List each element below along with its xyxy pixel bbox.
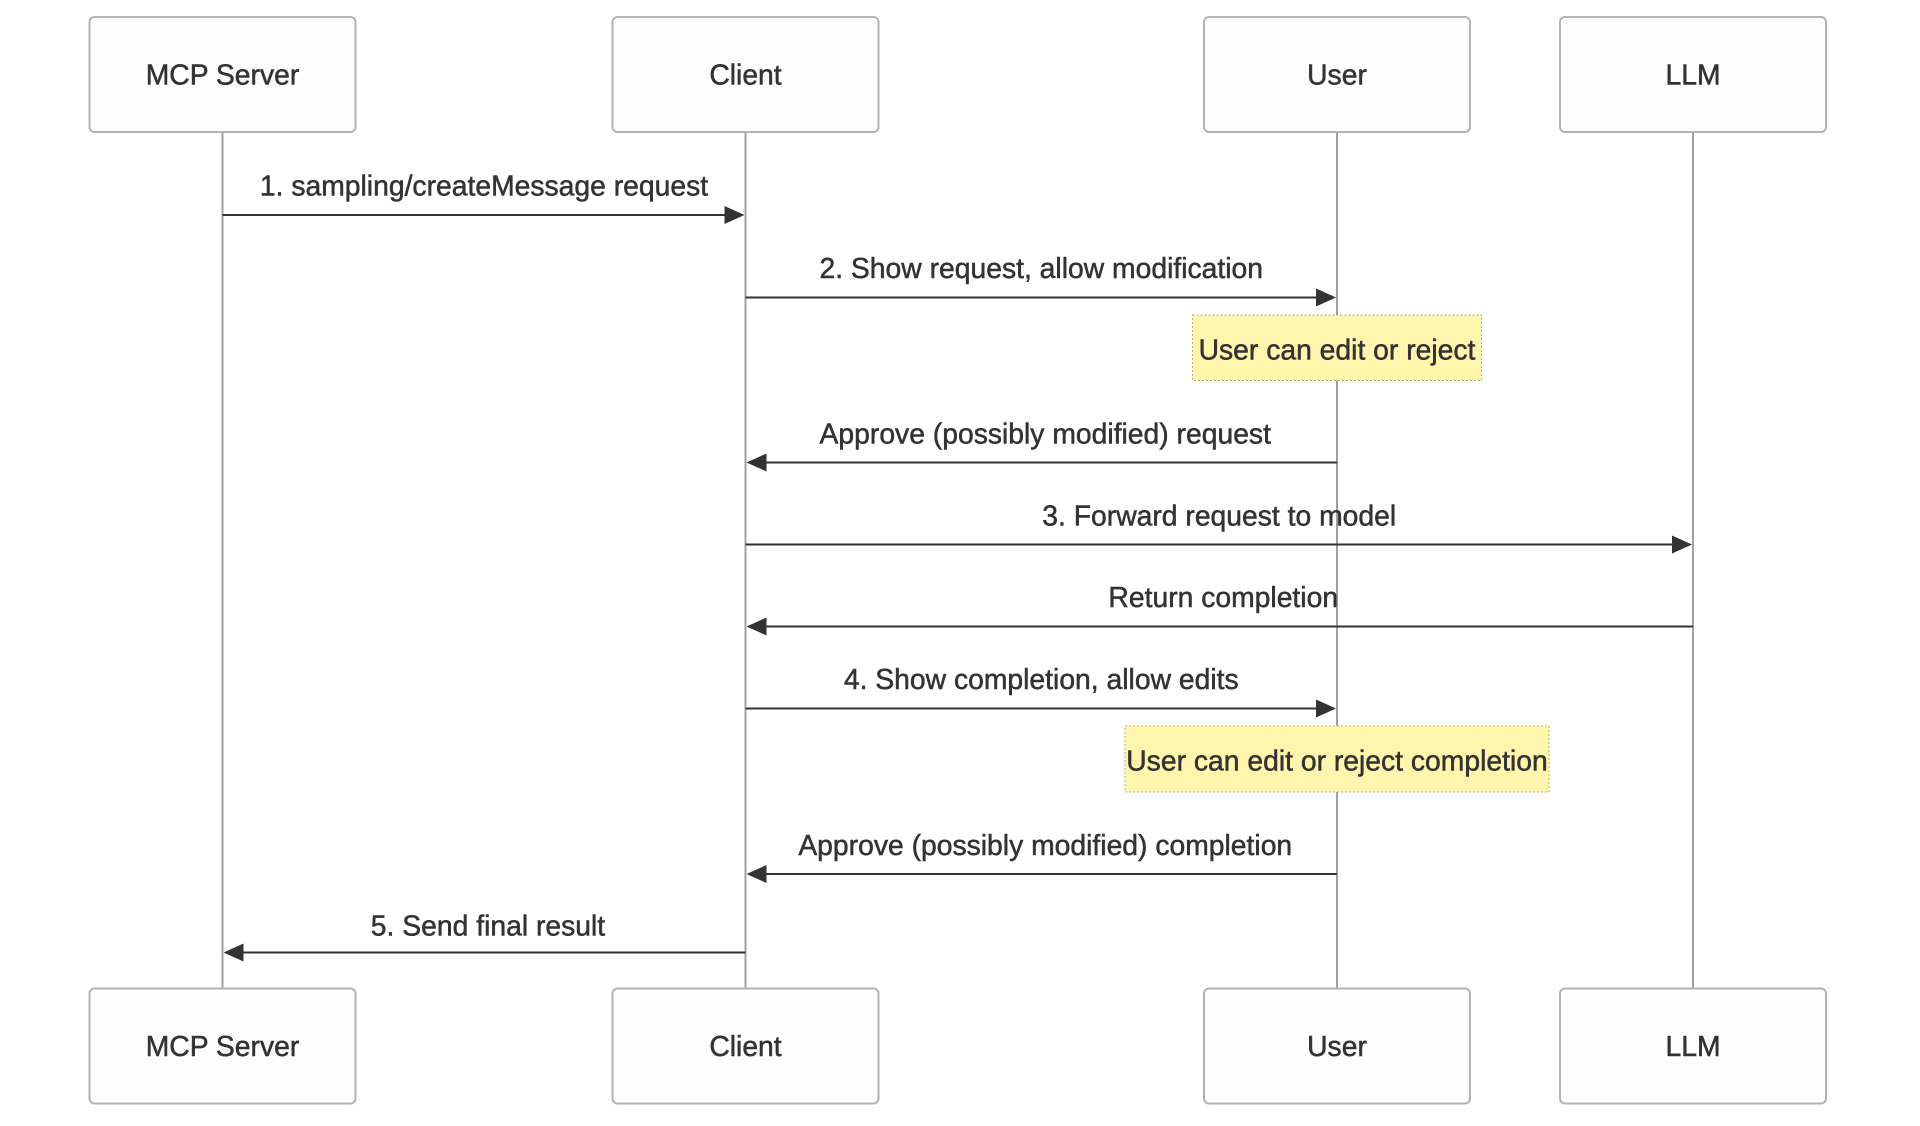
svg-text:3. Forward request to model: 3. Forward request to model bbox=[1042, 500, 1396, 532]
svg-text:Client: Client bbox=[709, 59, 781, 91]
svg-text:LLM: LLM bbox=[1665, 1030, 1720, 1062]
svg-text:4. Show completion, allow edit: 4. Show completion, allow edits bbox=[844, 663, 1239, 695]
svg-text:Approve (possibly modified) re: Approve (possibly modified) request bbox=[820, 418, 1272, 450]
svg-text:LLM: LLM bbox=[1665, 59, 1720, 91]
svg-text:Approve (possibly modified) co: Approve (possibly modified) completion bbox=[798, 829, 1292, 861]
svg-text:MCP Server: MCP Server bbox=[146, 59, 300, 91]
svg-text:2. Show request, allow modific: 2. Show request, allow modification bbox=[819, 252, 1263, 284]
svg-text:User: User bbox=[1307, 1030, 1367, 1062]
svg-text:Client: Client bbox=[709, 1030, 781, 1062]
svg-text:User can edit or reject: User can edit or reject bbox=[1199, 334, 1476, 366]
svg-text:User can edit or reject comple: User can edit or reject completion bbox=[1126, 745, 1548, 777]
svg-text:5. Send final result: 5. Send final result bbox=[371, 910, 606, 942]
svg-text:MCP Server: MCP Server bbox=[146, 1030, 300, 1062]
svg-text:1. sampling/createMessage requ: 1. sampling/createMessage request bbox=[260, 170, 708, 202]
svg-text:Return completion: Return completion bbox=[1108, 581, 1338, 613]
svg-text:User: User bbox=[1307, 59, 1367, 91]
